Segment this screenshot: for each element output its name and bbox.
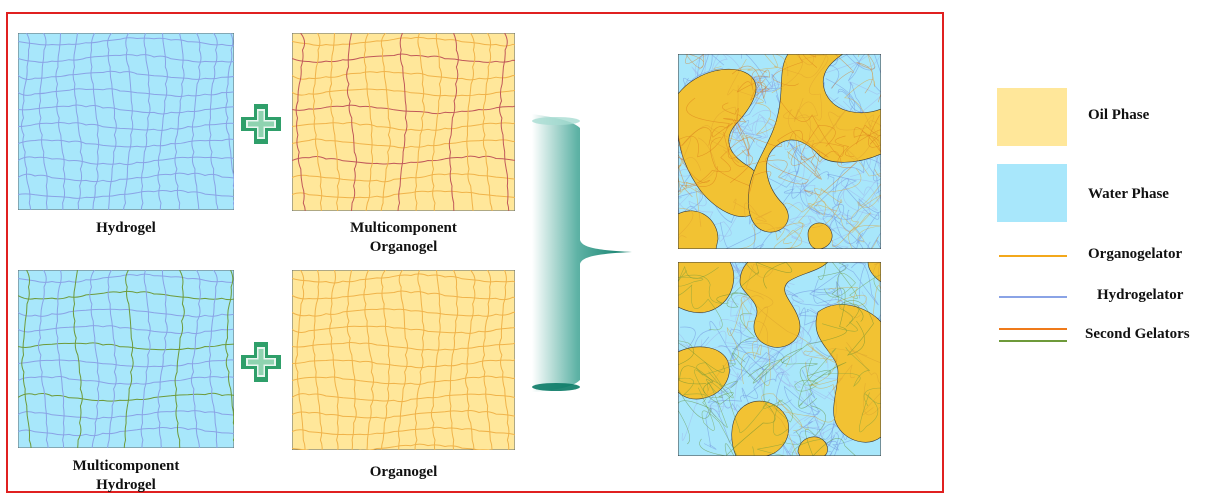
water-phase-label: Water Phase	[1088, 186, 1169, 202]
multi-organogel-panel	[292, 33, 515, 211]
brace-arrow-icon	[530, 112, 640, 394]
hydrogelator-line	[999, 296, 1067, 298]
oil-phase-label: Oil Phase	[1088, 107, 1150, 123]
multi-hydrogel-label: Multicomponent Hydrogel	[72, 458, 180, 493]
plus-icon	[239, 340, 283, 389]
multi-organogel-label: Multicomponent Organogel	[350, 220, 457, 255]
second-gelators-line-green	[999, 340, 1067, 342]
hydrogelator-label: Hydrogelator	[1097, 287, 1184, 303]
organogelator-line	[999, 255, 1067, 257]
multi-hydrogel-panel	[18, 270, 234, 448]
organogelator-label: Organogelator	[1088, 246, 1183, 262]
organogel-label: Organogel	[369, 464, 438, 480]
diagram-frame	[6, 12, 944, 493]
plus-icon	[239, 102, 283, 151]
emulsion-gel-panel-top	[678, 54, 881, 249]
emulsion-gel-panel-bottom	[678, 262, 881, 456]
second-gelators-line-orange	[999, 328, 1067, 330]
organogel-panel	[292, 270, 515, 450]
water-phase-swatch	[997, 164, 1067, 222]
hydrogel-panel	[18, 33, 234, 210]
hydrogel-label: Hydrogel	[96, 220, 156, 236]
oil-phase-swatch	[997, 88, 1067, 146]
second-gelators-label: Second Gelators	[1085, 326, 1190, 342]
